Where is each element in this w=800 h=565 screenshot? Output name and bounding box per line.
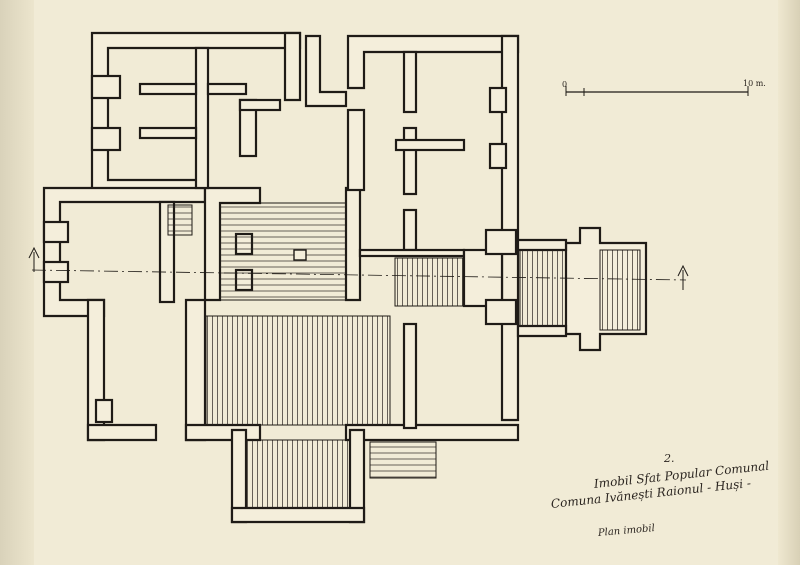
scale-end-label: 10 m.	[743, 79, 766, 88]
stair-hatching	[167, 202, 641, 509]
section-axis	[28, 246, 689, 290]
scale-start-label: 0	[562, 80, 568, 89]
sheet-number: 2.	[664, 452, 675, 465]
scale-bar	[565, 86, 749, 96]
